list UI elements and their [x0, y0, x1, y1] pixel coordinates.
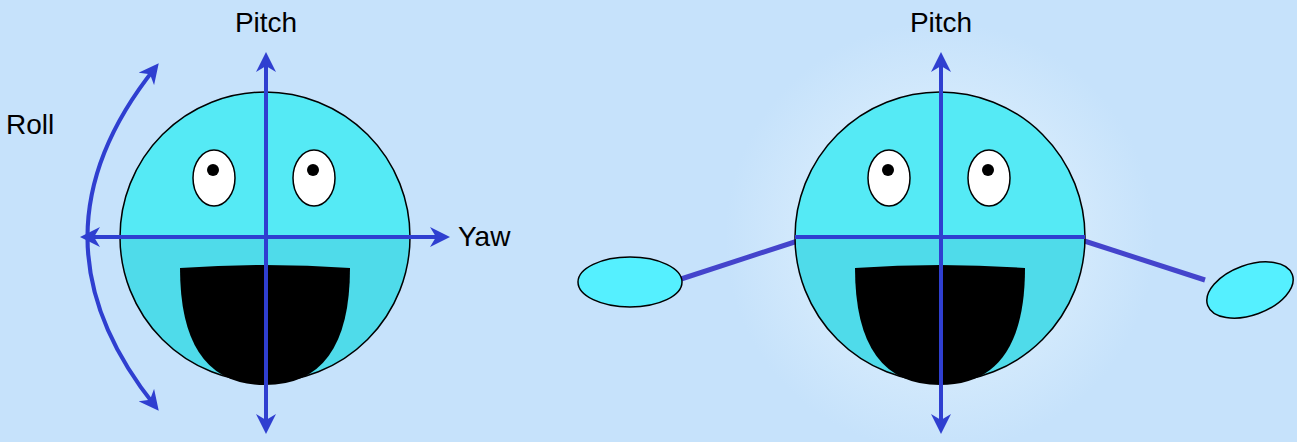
face-right [578, 22, 1297, 442]
axis-label: Pitch [235, 8, 297, 39]
face-left [86, 58, 444, 428]
axis-label: Yaw [458, 222, 510, 253]
axis-label: Pitch [910, 8, 972, 39]
axis-label: Roll [6, 110, 54, 141]
